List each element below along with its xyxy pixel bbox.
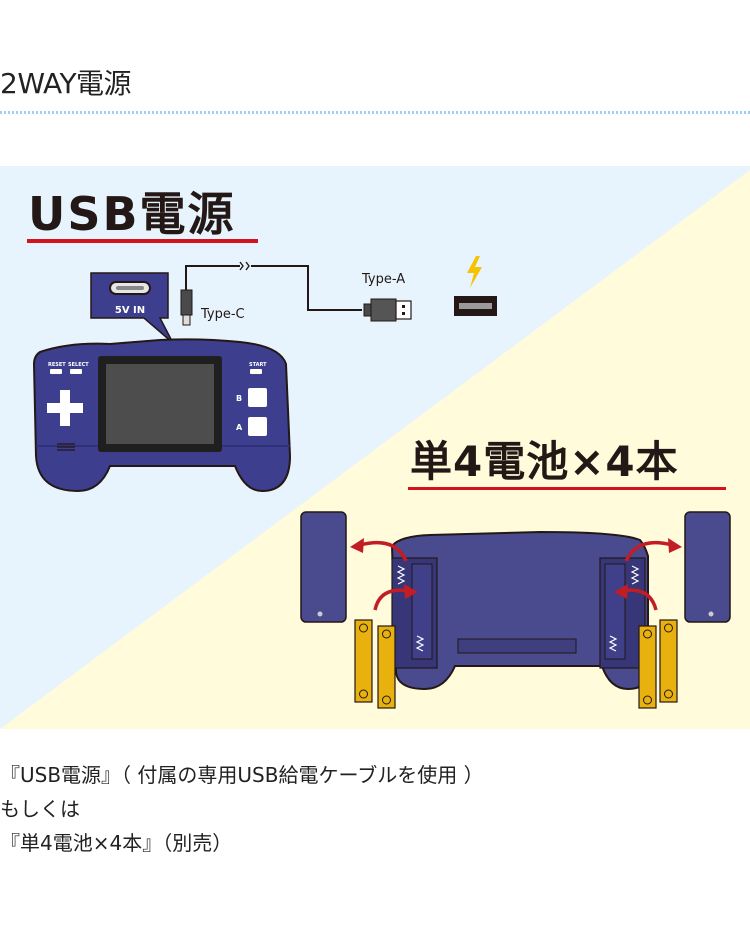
caption-line-1: 『USB電源』（ 付属の専用USB給電ケーブルを使用 ） [0,763,484,787]
power-illustration: USB電源 5V IN Type-C Type-A [0,166,750,729]
reset-label: RESET [48,362,66,368]
port-callout: 5V IN [90,272,174,344]
battery-cover-right [684,511,731,623]
battery-power-heading: 単4電池×4本 [410,437,679,486]
dotted-divider [0,111,750,114]
battery-cover-left [300,511,347,623]
a-label: A [236,423,243,432]
usb-heading-underline [27,239,258,243]
reset-button [50,369,62,374]
type-c-label: Type-C [200,307,245,322]
b-button [248,388,267,407]
section-title: 2WAY電源 [0,67,132,100]
handheld-console-front: RESET SELECT START B A [32,338,292,493]
usb-a-socket-icon [454,296,497,316]
b-label: B [236,394,242,403]
caption-line-2: もしくは [0,797,80,821]
caption-line-3: 『単4電池×4本』（別売） [0,831,233,855]
a-button [248,417,267,436]
lightning-icon [467,256,482,288]
start-button [250,369,262,374]
usb-power-heading: USB電源 [28,187,236,241]
battery-heading-underline [408,487,726,490]
select-label: SELECT [68,362,89,368]
start-label: START [249,362,267,368]
usb-a-plug-icon [363,298,412,322]
port-label: 5V IN [115,305,145,316]
select-button [70,369,82,374]
handheld-console-back [390,530,649,691]
caption: 『USB電源』（ 付属の専用USB給電ケーブルを使用 ） もしくは 『単4電池×… [0,758,484,860]
usb-c-plug-icon [180,289,193,326]
usb-cable [185,261,362,311]
aaa-batteries [354,619,678,709]
type-a-label: Type-A [361,272,405,287]
dpad-icon [47,390,83,426]
